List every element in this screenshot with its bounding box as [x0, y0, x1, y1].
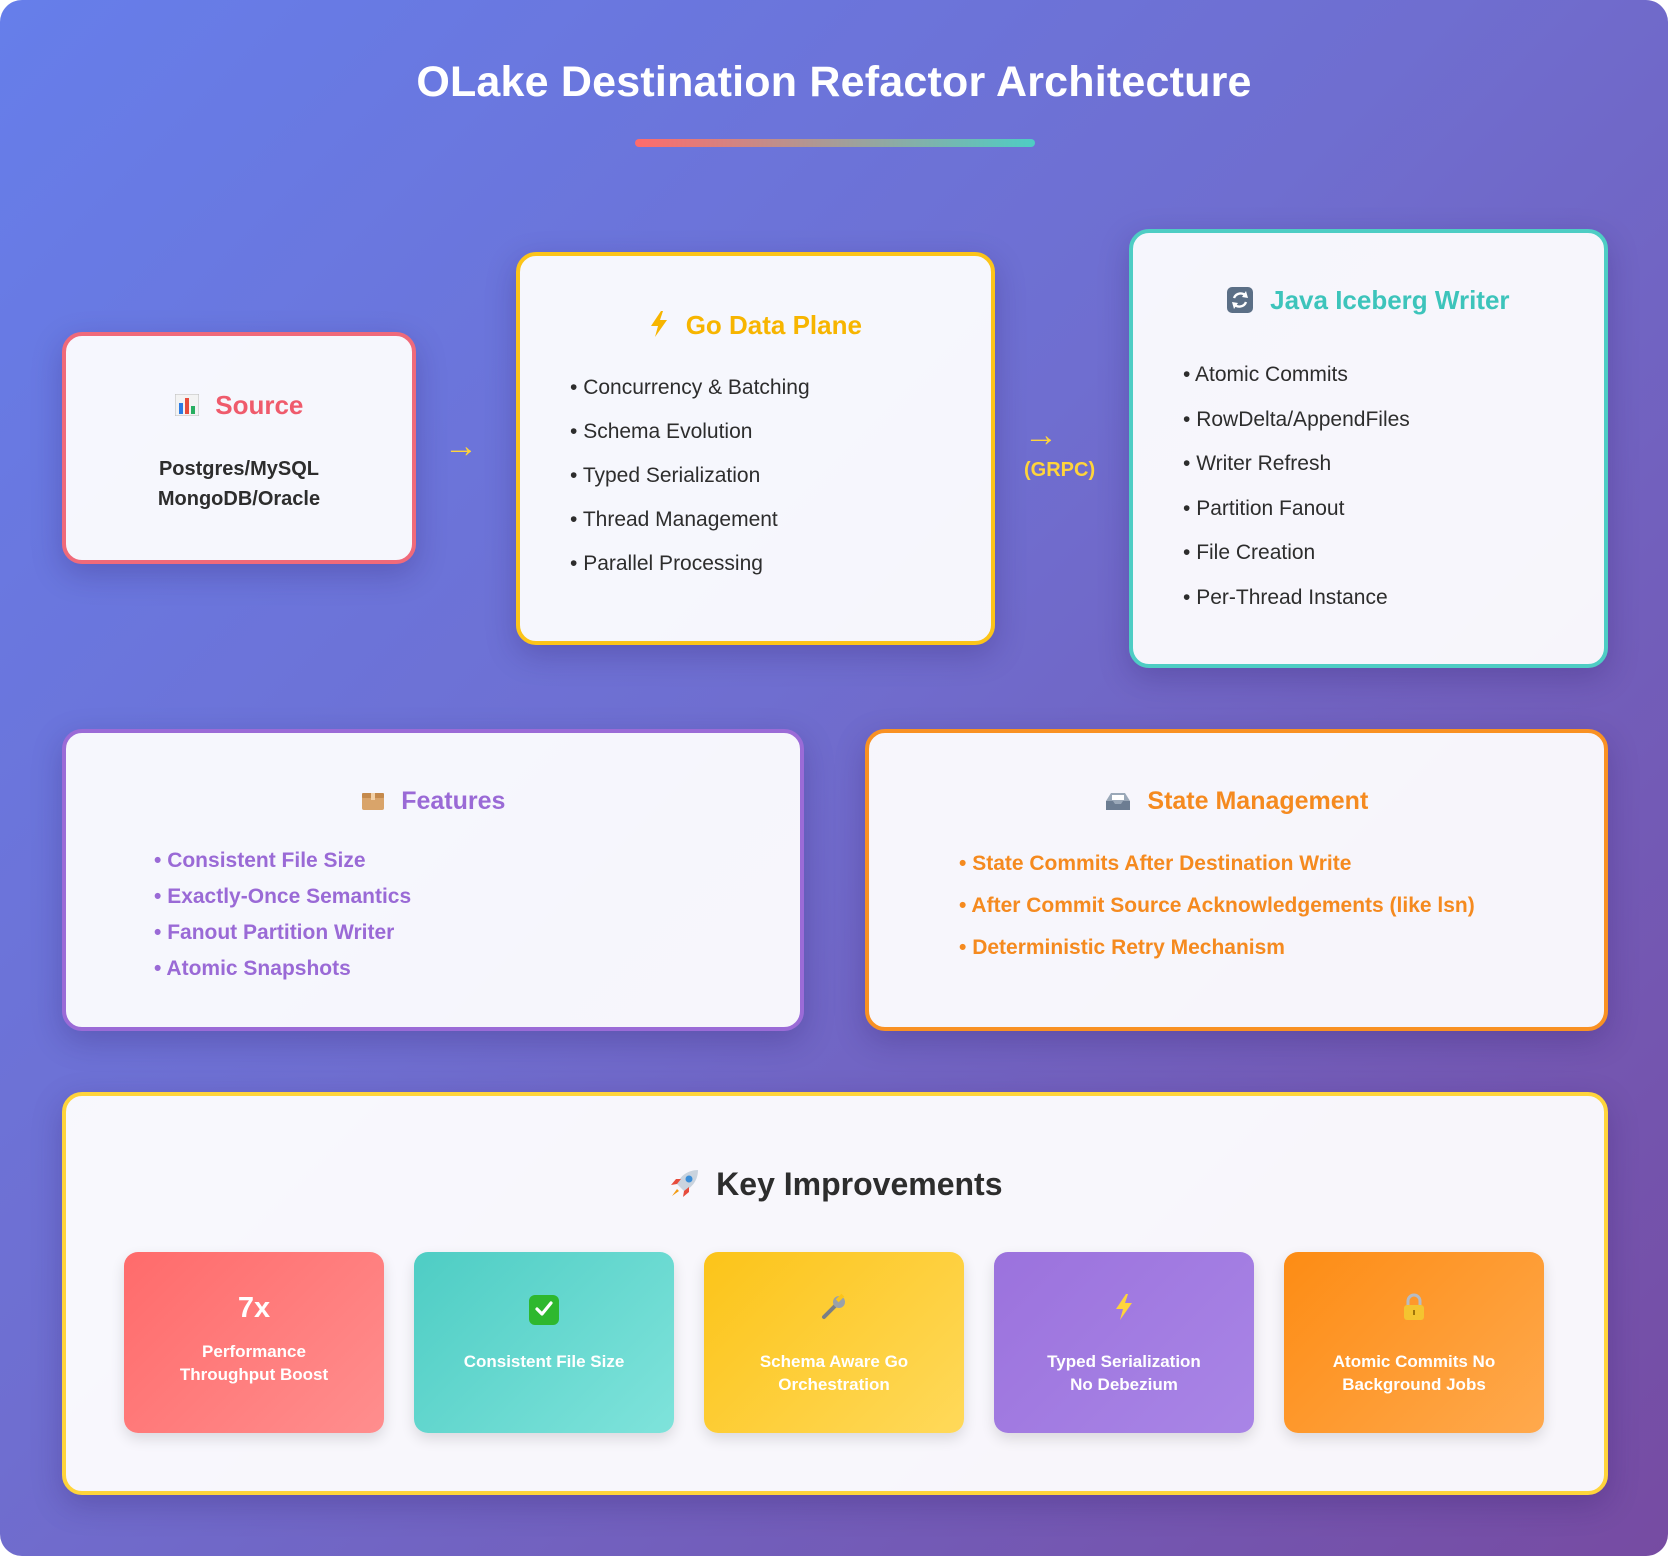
tile-label-line-2: Background Jobs — [1342, 1375, 1486, 1394]
java-item-text: Partition Fanout — [1196, 496, 1345, 520]
lightning-icon — [649, 311, 676, 340]
source-title-text: Source — [215, 390, 304, 420]
features-card: Features • Consistent File Size • Exactl… — [62, 729, 804, 1031]
source-systems: Postgres/MySQL MongoDB/Oracle — [66, 454, 412, 514]
improvement-tile-schema: Schema Aware Go Orchestration — [704, 1252, 964, 1433]
tile-label-line-1: Performance — [202, 1342, 306, 1361]
go-title-text: Go Data Plane — [685, 310, 862, 340]
rocket-icon — [668, 1170, 707, 1201]
key-improvements-card: Key Improvements 7x Performance Throughp… — [62, 1092, 1608, 1495]
go-item-text: Concurrency & Batching — [583, 376, 810, 399]
state-item-text: After Commit Source Acknowledgements (li… — [971, 894, 1475, 917]
list-item: • Per-Thread Instance — [1183, 585, 1388, 609]
improvement-tile-atomic-commits: Atomic Commits No Background Jobs — [1284, 1252, 1544, 1433]
list-item: • Fanout Partition Writer — [154, 921, 395, 944]
grpc-label: (GRPC) — [1024, 459, 1096, 481]
improvement-tile-performance: 7x Performance Throughput Boost — [124, 1252, 384, 1433]
list-item: • Atomic Commits — [1183, 363, 1348, 386]
list-item: • Consistent File Size — [154, 849, 366, 872]
java-item-text: Writer Refresh — [1196, 452, 1332, 475]
tile-label-line-2: Orchestration — [778, 1375, 890, 1394]
features-title-text: Features — [401, 787, 506, 815]
check-mark-icon — [414, 1292, 674, 1325]
java-item-text: Per-Thread Instance — [1196, 585, 1388, 609]
source-to-go-arrow: → — [444, 427, 478, 465]
state-management-card: State Management • State Commits After D… — [865, 729, 1608, 1031]
wrench-icon — [704, 1292, 964, 1326]
tile-label: Consistent File Size — [424, 1350, 664, 1373]
java-item-text: Atomic Commits — [1195, 363, 1348, 386]
go-to-java-arrow: → — [1024, 416, 1058, 454]
java-item-text: File Creation — [1196, 541, 1316, 564]
state-item-text: State Commits After Destination Write — [972, 852, 1352, 875]
source-title: Source — [66, 390, 412, 421]
state-title: State Management — [869, 787, 1604, 816]
improvements-title-text: Key Improvements — [716, 1166, 1003, 1202]
list-item: • Partition Fanout — [1183, 496, 1345, 520]
java-feature-list: • Atomic Commits • RowDelta/AppendFiles … — [1183, 353, 1410, 620]
state-item-text: Deterministic Retry Mechanism — [972, 936, 1285, 959]
go-data-plane-card: Go Data Plane • Concurrency & Batching •… — [516, 252, 995, 645]
list-item: • Thread Management — [570, 508, 778, 531]
java-title-text: Java Iceberg Writer — [1270, 285, 1510, 315]
features-list: • Consistent File Size • Exactly-Once Se… — [154, 843, 411, 987]
tile-label-line-1: Consistent File Size — [463, 1352, 625, 1371]
tile-label: Atomic Commits No Background Jobs — [1294, 1350, 1534, 1396]
lightning-icon — [994, 1292, 1254, 1325]
list-item: • Deterministic Retry Mechanism — [959, 936, 1285, 959]
source-card: Source Postgres/MySQL MongoDB/Oracle — [62, 332, 416, 564]
features-item-text: Consistent File Size — [167, 849, 366, 872]
tile-label-line-2: Throughput Boost — [179, 1365, 329, 1384]
list-item: • Atomic Snapshots — [154, 957, 351, 980]
list-item: • Exactly-Once Semantics — [154, 885, 412, 908]
java-item-text: RowDelta/AppendFiles — [1196, 407, 1410, 431]
lock-icon — [1284, 1292, 1544, 1325]
go-feature-list: • Concurrency & Batching • Schema Evolut… — [570, 366, 810, 586]
list-item: • Writer Refresh — [1183, 452, 1332, 475]
tile-label-line-2: No Debezium — [1070, 1375, 1178, 1394]
go-item-text: Schema Evolution — [583, 420, 753, 443]
package-icon — [361, 788, 392, 815]
tile-big-value: 7x — [237, 1292, 271, 1324]
list-item: • Concurrency & Batching — [570, 376, 810, 399]
state-list: • State Commits After Destination Write … — [959, 843, 1475, 969]
bar-chart-icon — [174, 393, 206, 420]
tile-label: Typed Serialization No Debezium — [1004, 1350, 1244, 1396]
improvement-tile-file-size: Consistent File Size — [414, 1252, 674, 1433]
java-iceberg-writer-card: Java Iceberg Writer • Atomic Commits • R… — [1129, 229, 1608, 668]
list-item: • RowDelta/AppendFiles — [1183, 407, 1410, 431]
features-item-text: Fanout Partition Writer — [167, 921, 395, 944]
list-item: • State Commits After Destination Write — [959, 852, 1352, 875]
tile-label: Performance Throughput Boost — [134, 1340, 374, 1386]
java-title: Java Iceberg Writer — [1133, 285, 1604, 316]
tile-label: Schema Aware Go Orchestration — [714, 1350, 954, 1396]
list-item: • After Commit Source Acknowledgements (… — [959, 894, 1475, 917]
go-item-text: Typed Serialization — [582, 464, 761, 487]
tile-label-line-1: Atomic Commits No — [1332, 1352, 1496, 1371]
go-item-text: Parallel Processing — [583, 552, 763, 575]
tile-label-line-1: Typed Serialization — [1047, 1352, 1201, 1371]
page-title: OLake Destination Refactor Architecture — [416, 58, 1252, 106]
source-line-1: Postgres/MySQL — [158, 458, 320, 480]
improvements-title: Key Improvements — [66, 1166, 1604, 1203]
title-underline — [635, 139, 1035, 147]
state-title-text: State Management — [1147, 787, 1369, 815]
improvement-tile-typed-serialization: Typed Serialization No Debezium — [994, 1252, 1254, 1433]
inbox-icon — [1105, 788, 1138, 815]
source-line-2: MongoDB/Oracle — [157, 488, 321, 510]
tile-label-line-1: Schema Aware Go — [759, 1352, 909, 1371]
features-item-text: Atomic Snapshots — [166, 957, 351, 980]
refresh-icon — [1227, 287, 1260, 315]
list-item: • Typed Serialization — [570, 464, 761, 487]
list-item: • Schema Evolution — [570, 420, 753, 443]
list-item: • Parallel Processing — [570, 552, 763, 575]
go-title: Go Data Plane — [520, 310, 991, 341]
go-item-text: Thread Management — [582, 508, 778, 531]
features-title: Features — [66, 787, 800, 816]
features-item-text: Exactly-Once Semantics — [167, 885, 412, 908]
list-item: • File Creation — [1183, 541, 1316, 564]
